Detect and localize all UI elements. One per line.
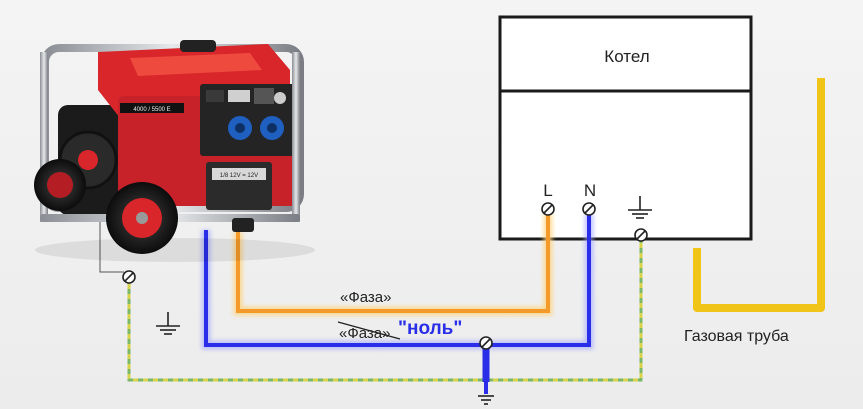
ground-symbol-icon (478, 395, 494, 405)
crossed-phase-label: «Фаза» (337, 321, 401, 342)
generator-outlet-label: 1/8 12V = 12V (220, 173, 258, 179)
ground-symbol-icon (156, 312, 180, 335)
generator-wheel (106, 182, 178, 254)
generator: 4000 / 5500 E 1/8 12V = 12V (34, 40, 315, 262)
neutral-wire (201, 214, 594, 394)
neutral-label: "ноль" (398, 318, 462, 339)
crossed-phase-text: «Фаза» (339, 325, 390, 342)
phase-wire (233, 214, 553, 316)
terminal-screw-icon (479, 336, 493, 350)
terminal-screw-icon (122, 270, 136, 284)
boiler-box (498, 15, 753, 241)
phase-label: «Фаза» (340, 289, 391, 306)
gas-pipe (693, 78, 825, 312)
terminal-screw-icon (634, 228, 648, 242)
boiler-title: Котел (604, 47, 649, 66)
terminal-l-label: L (543, 181, 552, 200)
terminal-n-label: N (584, 181, 596, 200)
terminal-screw-icon (582, 202, 596, 216)
generator-badge: 4000 / 5500 E (133, 107, 170, 113)
strikethrough-line (337, 321, 401, 340)
generator-wheel (34, 159, 86, 211)
ground-symbol-icon (628, 196, 652, 219)
gas-pipe-label: Газовая труба (684, 328, 789, 345)
terminal-screw-icon (541, 202, 555, 216)
